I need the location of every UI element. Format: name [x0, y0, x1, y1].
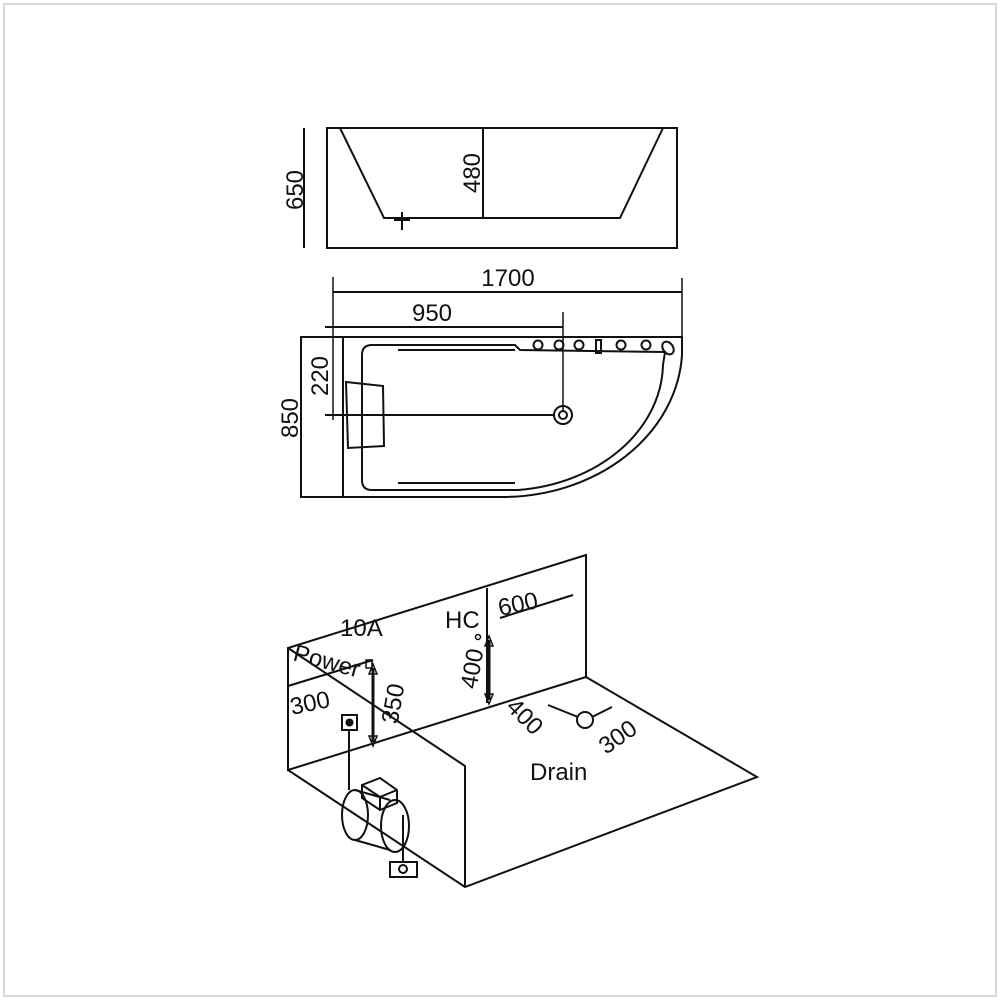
- jets-row: [532, 339, 675, 356]
- drain-offset-b-label: 300: [594, 715, 642, 760]
- faucet-icon: [595, 339, 602, 354]
- power-offset-label: 300: [288, 686, 333, 721]
- installation-view: Power 10A 350 300 HC 600 400 400 300 Dra…: [287, 553, 760, 889]
- power-outlet-icon: [341, 714, 358, 790]
- hc-label: HC: [445, 607, 480, 634]
- floor: [287, 676, 760, 889]
- hc-height-label: 400: [456, 647, 490, 691]
- power-label: Power: [290, 640, 363, 684]
- drain-icon: [553, 405, 573, 425]
- drain-cross-icon: [394, 212, 410, 230]
- width-label: 850: [277, 398, 304, 438]
- jet-icon: [615, 339, 627, 351]
- side-view: 650 480: [282, 127, 678, 249]
- jet-icon: [532, 339, 544, 351]
- power-height-label: 350: [377, 682, 411, 726]
- tub-inner-profile: [339, 127, 664, 219]
- height-label: 650: [282, 170, 309, 210]
- control-knob-icon: [661, 340, 675, 356]
- drain-label: Drain: [530, 759, 587, 786]
- power-offset-line: [287, 659, 374, 687]
- pump-motor-icon: [341, 776, 418, 878]
- tub-inner-basin: [361, 344, 667, 491]
- tub-block-edge: [287, 647, 466, 887]
- hc-offset-label: 600: [496, 587, 541, 622]
- jet-icon: [573, 339, 585, 351]
- jet-icon: [553, 339, 565, 351]
- tub-outer-rim: [342, 336, 683, 499]
- drain-y-label: 220: [307, 356, 334, 396]
- hc-offset-line: [499, 594, 574, 619]
- power-rating-label: 10A: [340, 615, 383, 642]
- power-height-arrow: [365, 659, 379, 749]
- jet-icon: [640, 339, 652, 351]
- floor-drain-icon: [547, 704, 613, 729]
- image-frame: [3, 3, 997, 997]
- drain-offset-a-label: 400: [501, 693, 548, 740]
- drain-x-label: 950: [412, 300, 452, 327]
- depth-label: 480: [459, 153, 486, 193]
- headrest-pillow: [344, 380, 386, 450]
- width-dimension-line: [300, 336, 343, 498]
- length-label: 1700: [481, 265, 534, 292]
- plan-view: 1700 950 850 220: [277, 265, 683, 499]
- side-outline: [326, 127, 678, 249]
- hc-height-arrow: [474, 633, 495, 707]
